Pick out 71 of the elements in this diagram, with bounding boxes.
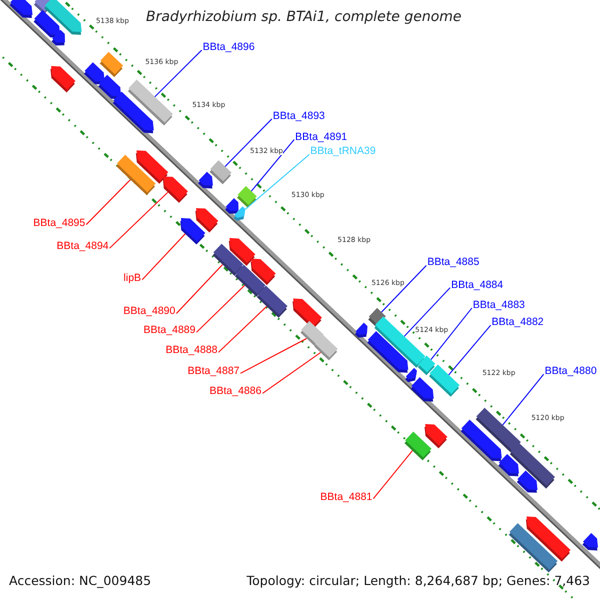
gene-label: BBta_4891 [295,130,348,143]
gene-feature [195,208,218,232]
gene-label: BBta_4882 [492,316,544,328]
gene-label: BBta_4893 [272,110,325,122]
leader-line [430,308,472,360]
leader-line [109,192,168,249]
gene-feature [582,532,598,550]
leader-line [86,179,131,226]
gene-label: BBta_4887 [188,365,240,378]
gene-label: BBta_4895 [33,216,86,229]
gene-feature [250,258,276,286]
gene-feature [410,377,434,402]
gene-label: BBta_4880 [544,365,597,378]
gene-feature [314,335,338,360]
gene-label: BBta_4881 [320,490,372,503]
gene-label: BBta_4889 [144,324,196,336]
gene-feature [34,10,60,38]
gene-feature [52,30,65,46]
gene-feature [516,470,538,493]
leader-line [372,450,413,500]
gene-label: BBta_4884 [451,278,504,291]
leader-line [244,154,310,210]
gene-feature [210,160,232,184]
gene-label: BBta_tRNA39 [310,145,376,158]
accession-text: Accession: NC_009485 [9,574,152,588]
gene-label: BBta_4894 [56,240,109,252]
leader-line [154,50,202,98]
gene-feature [98,74,122,100]
leader-line [381,265,427,313]
gene-feature [10,0,33,18]
gene-feature [428,364,460,397]
gene-label: lipB [124,272,142,284]
gene-feature [234,206,246,221]
gene-feature [225,198,239,214]
gene-feature [405,368,417,382]
gene-label: BBta_4896 [202,41,255,54]
gene-label: BBta_4886 [210,385,262,398]
leader-line [502,374,544,426]
gene-feature [112,92,154,134]
gene-feature [404,432,432,460]
leader-line [218,306,268,353]
gene-feature [256,286,288,318]
gene-feature [460,420,502,462]
gene-feature [228,238,256,266]
gene-feature [424,424,448,448]
gene-feature [237,186,257,208]
gene-feature [50,66,76,92]
gene-feature [508,523,558,573]
leader-line [224,118,272,167]
leader-line [240,338,308,374]
gene-label: BBta_4888 [166,344,218,356]
leader-line [196,284,246,333]
leader-line [142,233,186,280]
leader-line [262,352,322,394]
gene-label: BBta_4883 [472,298,525,311]
gene-feature [162,176,188,203]
leader-line [448,324,492,376]
gene-feature [498,454,519,476]
gene-feature [354,322,368,338]
leader-line [404,287,451,337]
gene-feature [100,52,124,78]
gene-feature [84,62,105,85]
gene-label: BBta_4890 [123,305,176,318]
gene-label: BBta_4885 [427,256,480,268]
gene-feature [367,331,408,373]
genome-stats-text: Topology: circular; Length: 8,264,687 bp; Genes: 7,463 [246,574,590,588]
title: Bradyrhizobium sp. BTAi1, complete genome [146,9,462,26]
gene-feature [116,154,156,196]
gene-feature [198,172,213,189]
leader-line [176,264,223,314]
leader-line [250,139,295,192]
